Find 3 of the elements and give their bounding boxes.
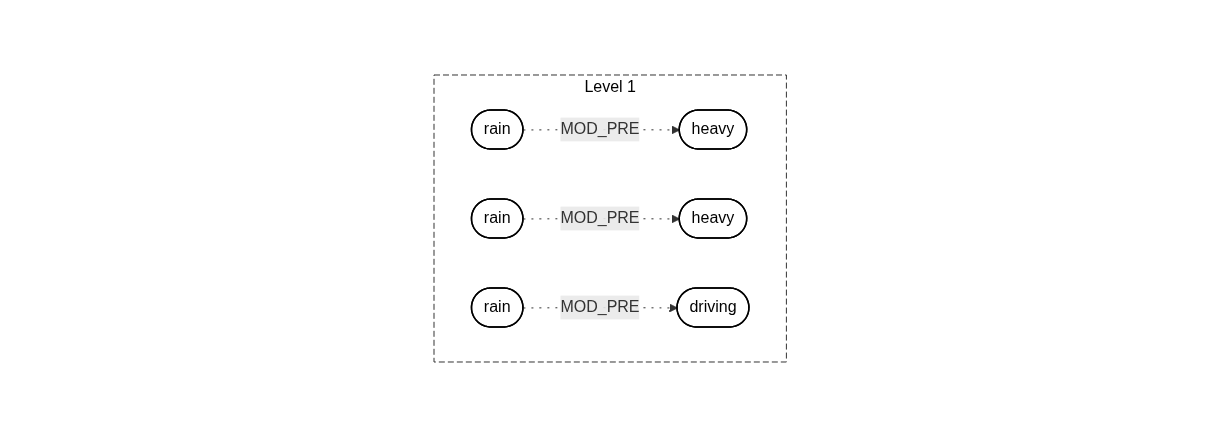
edge-label: MOD_PRE: [560, 120, 640, 138]
edge-label: MOD_PRE: [560, 209, 640, 227]
edge-label: MOD_PRE: [560, 298, 640, 316]
